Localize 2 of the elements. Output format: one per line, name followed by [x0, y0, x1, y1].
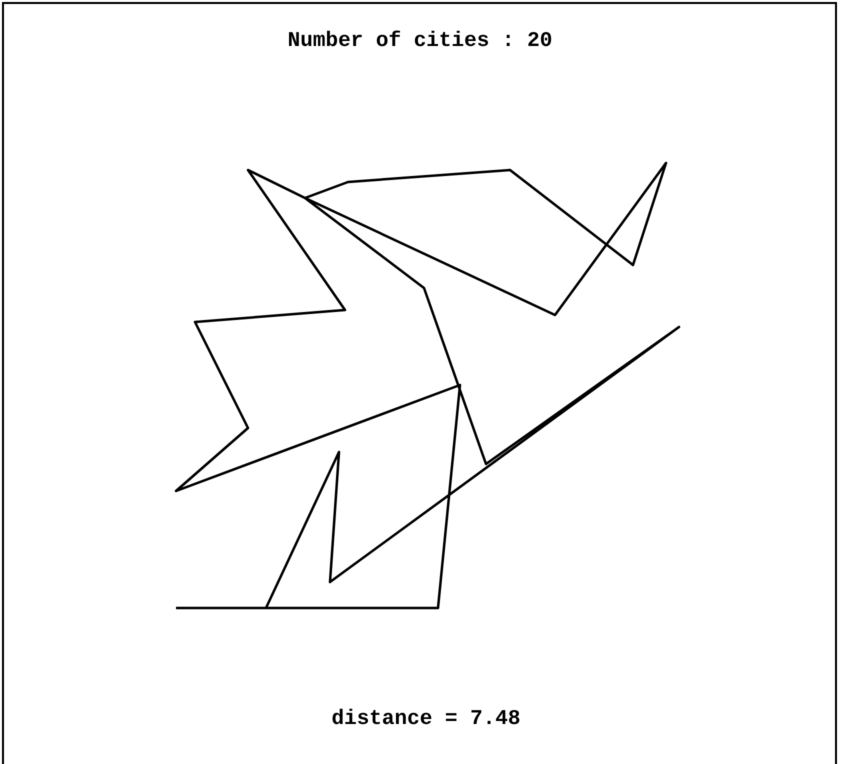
distance-label: distance = 7.48	[331, 708, 521, 731]
title: Number of cities : 20	[288, 30, 552, 53]
